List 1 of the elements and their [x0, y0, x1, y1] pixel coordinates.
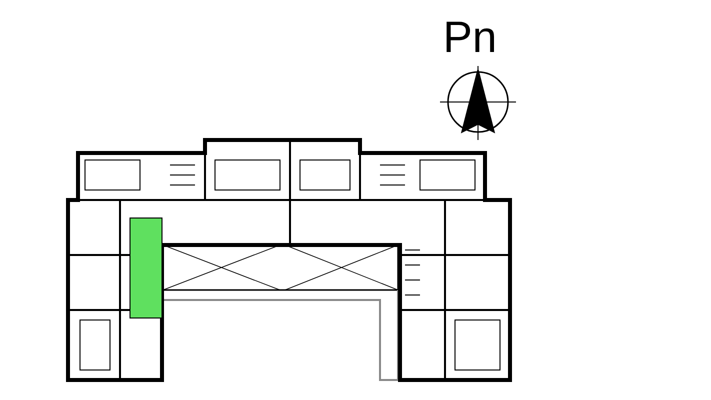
north-label: Pn [443, 14, 497, 62]
